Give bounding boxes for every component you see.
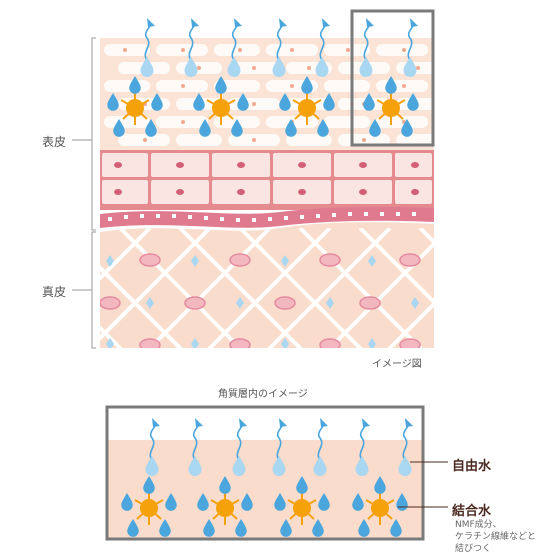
layer-brackets xyxy=(72,37,96,349)
dermis xyxy=(100,222,434,348)
free-water-label: 自由水 xyxy=(452,459,492,474)
image-caption: イメージ図 xyxy=(372,359,422,370)
basement-membrane xyxy=(100,206,434,234)
epidermis-label: 表皮 xyxy=(42,135,67,149)
legend-leaders xyxy=(398,461,448,508)
bound-water-note-line-1: NMF成分、 xyxy=(455,520,502,530)
bound-water-label: 結合水 xyxy=(452,504,492,519)
bound-water-note: NMF成分、 ケラチン線維などと 結びつく xyxy=(455,519,536,555)
dermis-label: 真皮 xyxy=(42,285,67,299)
epidermis-cells xyxy=(100,150,434,210)
bound-water-note-line-2: ケラチン線維などと xyxy=(455,532,537,542)
stratum-caption: 角質層内のイメージ xyxy=(218,389,308,400)
zoom-box xyxy=(105,405,425,541)
bound-water-note-line-3: 結びつく xyxy=(455,544,492,554)
highlight-frame xyxy=(350,9,435,147)
